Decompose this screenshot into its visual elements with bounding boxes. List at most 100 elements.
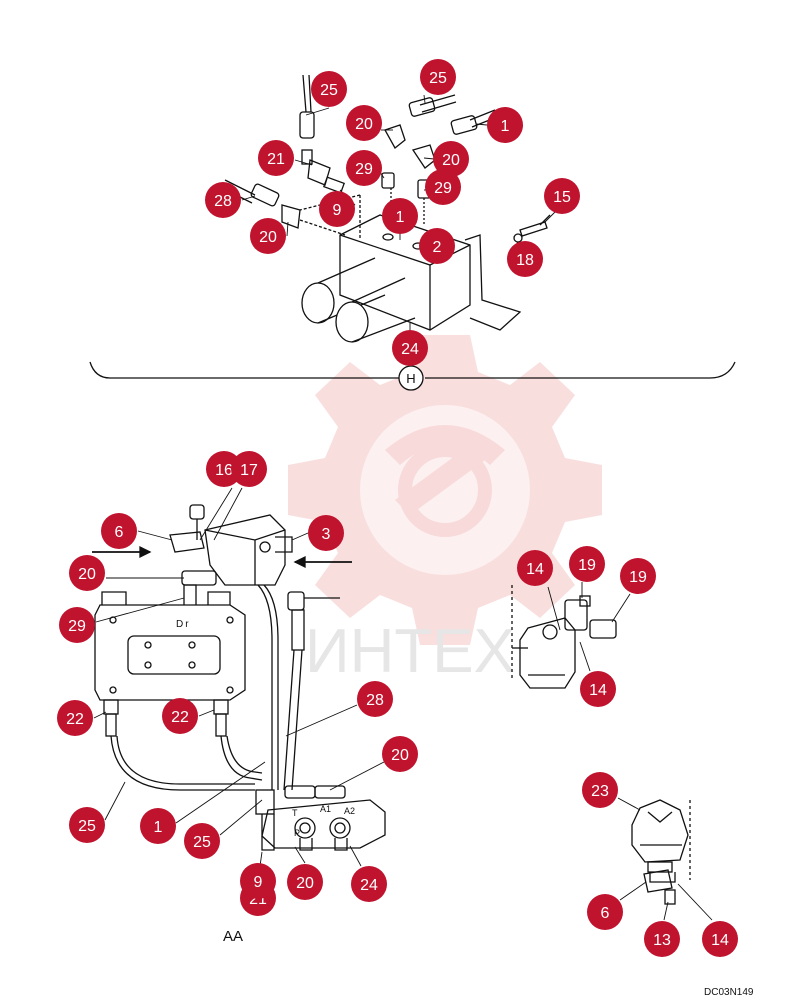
callout-number: 22 [66, 711, 84, 728]
callout-24: 24 [392, 330, 428, 366]
right-detail-solenoid [511, 585, 617, 689]
callout-number: 9 [333, 202, 342, 219]
leader-line [241, 195, 256, 201]
callout-number: 14 [526, 561, 544, 578]
leader-line [198, 709, 215, 717]
leader-line [423, 94, 426, 104]
leader-line [294, 159, 313, 166]
leader-line [93, 711, 107, 719]
callout-28: 28 [205, 182, 241, 218]
callout-17: 17 [231, 451, 267, 487]
callout-number: 25 [78, 818, 96, 835]
callout-circle [319, 191, 355, 227]
callout-circle [620, 558, 656, 594]
callout-circle [392, 330, 428, 366]
callout-number: 20 [259, 229, 277, 246]
callout-circle [644, 921, 680, 957]
callout-number: 29 [355, 161, 373, 178]
callout-circle [287, 864, 323, 900]
leader-line [305, 107, 330, 116]
callout-circle [206, 451, 242, 487]
leader-line [294, 846, 306, 864]
callout-number: 25 [320, 82, 338, 99]
callout-number: 6 [115, 524, 124, 541]
callout-number: 16 [215, 462, 233, 479]
callout-23: 23 [582, 772, 618, 808]
callout-9: 9 [240, 863, 276, 899]
callout-circle [184, 823, 220, 859]
callout-14: 14 [517, 550, 553, 586]
callout-3: 3 [308, 515, 344, 551]
callout-circle [162, 698, 198, 734]
callout-number: 2 [433, 239, 442, 256]
callout-circle [346, 150, 382, 186]
right-detail-filter [631, 799, 691, 905]
callout-circle [57, 700, 93, 736]
leader-line [329, 761, 385, 791]
callout-20: 20 [382, 736, 418, 772]
callout-21: 21 [258, 140, 294, 176]
watermark-gear-icon [288, 335, 602, 645]
callout-number: 25 [429, 70, 447, 87]
callout-circle [311, 71, 347, 107]
callout-29: 29 [346, 150, 382, 186]
detail-marker-label: H [406, 371, 415, 386]
callout-22: 22 [57, 700, 93, 736]
callout-circle [487, 107, 523, 143]
callout-18: 18 [507, 241, 543, 277]
callout-20: 20 [433, 141, 469, 177]
callout-number: 20 [296, 875, 314, 892]
leader-line [104, 781, 126, 821]
callout-22: 22 [162, 698, 198, 734]
watermark-brand-text: ИНТЕХ [305, 617, 515, 686]
leader-line [544, 211, 556, 223]
callout-circle [382, 198, 418, 234]
callout-1: 1 [487, 107, 523, 143]
callout-circle [507, 241, 543, 277]
callout-28: 28 [357, 681, 393, 717]
callout-circle [240, 863, 276, 899]
callout-circle [702, 921, 738, 957]
callout-circle [544, 178, 580, 214]
callout-15: 15 [544, 178, 580, 214]
callout-circle [59, 607, 95, 643]
callout-circle [569, 546, 605, 582]
callout-circle [582, 772, 618, 808]
top-assembly [89, 74, 736, 379]
detail-marker-icon [398, 365, 424, 391]
leader-line [199, 487, 233, 541]
callout-circle [433, 141, 469, 177]
callout-circle [357, 681, 393, 717]
callout-20: 20 [346, 105, 382, 141]
callout-number: 28 [366, 692, 384, 709]
leader-line [547, 586, 561, 631]
callout-number: 20 [391, 747, 409, 764]
callout-circle [308, 515, 344, 551]
callout-number: 22 [171, 709, 189, 726]
callout-number: 20 [355, 116, 373, 133]
leader-line [475, 123, 488, 126]
callout-number: 9 [254, 874, 263, 891]
callout-circle [382, 736, 418, 772]
callout-25: 25 [311, 71, 347, 107]
leader-line [349, 845, 362, 867]
port-label-a2: A2 [344, 806, 355, 816]
callout-14: 14 [580, 671, 616, 707]
callout-number: 15 [553, 189, 571, 206]
callout-circle [580, 671, 616, 707]
callout-number: 28 [214, 193, 232, 210]
callout-19: 19 [569, 546, 605, 582]
leader-line [423, 157, 435, 160]
leader-line [95, 597, 185, 623]
callout-number: 17 [240, 462, 258, 479]
callout-circle [425, 169, 461, 205]
callout-19: 19 [620, 558, 656, 594]
callout-number: 20 [78, 566, 96, 583]
callout-29: 29 [425, 169, 461, 205]
callout-number: 1 [154, 819, 163, 836]
callout-20: 20 [250, 218, 286, 254]
callout-number: 21 [267, 151, 285, 168]
port-label-t: T [292, 808, 298, 818]
leader-line [663, 901, 669, 921]
